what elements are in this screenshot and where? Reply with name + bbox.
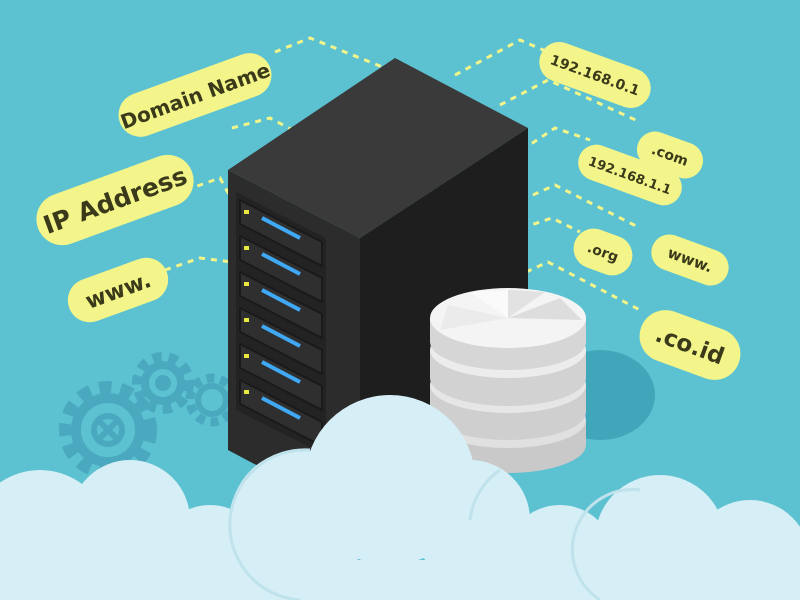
drive-led-blue bbox=[261, 324, 301, 348]
label-co-id: .co.id bbox=[639, 310, 741, 380]
drive-led-yellow bbox=[244, 354, 249, 358]
cloud-outline bbox=[228, 448, 641, 600]
drive-led-blue bbox=[261, 216, 301, 240]
drive-led-blue bbox=[261, 252, 301, 276]
drive-bay bbox=[239, 270, 323, 340]
gear-icon bbox=[59, 352, 239, 479]
server-drive-bays bbox=[239, 198, 323, 448]
drive-led-yellow bbox=[244, 282, 249, 286]
connector-lines-right bbox=[454, 38, 641, 312]
label-www-right: www. bbox=[651, 234, 729, 286]
drive-led-yellow bbox=[244, 390, 249, 394]
drive-bay bbox=[239, 234, 323, 304]
drive-led-yellow bbox=[244, 210, 249, 214]
drive-led-yellow bbox=[244, 318, 249, 322]
drive-led-blue bbox=[261, 396, 301, 420]
database-cylinder-icon bbox=[430, 288, 586, 473]
drive-bay bbox=[239, 342, 323, 412]
label-org: .org bbox=[573, 228, 633, 276]
drive-bay bbox=[239, 306, 323, 376]
drive-led-yellow bbox=[244, 246, 249, 250]
drive-bay bbox=[239, 198, 323, 268]
drive-led-blue bbox=[261, 288, 301, 312]
drive-led-blue bbox=[261, 360, 301, 384]
